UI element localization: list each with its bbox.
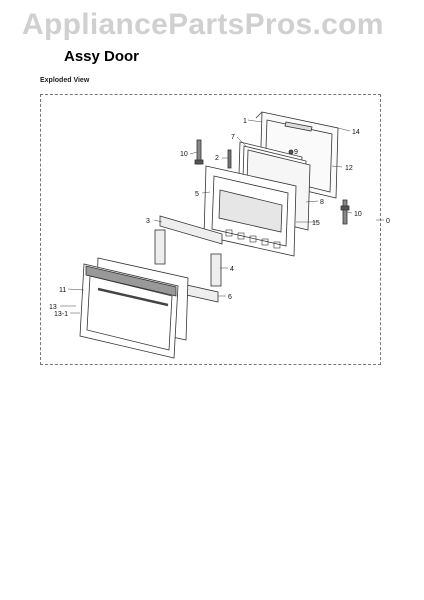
hinge-left: [194, 139, 204, 165]
callout-12: 12: [345, 165, 353, 172]
callout-1: 1: [243, 118, 247, 125]
watermark: AppliancePartsPros.com: [22, 8, 384, 41]
bracket-part: [227, 149, 232, 169]
callout-4: 4: [230, 266, 234, 273]
callout-11: 11: [59, 287, 66, 294]
leader-lines: [60, 119, 384, 314]
callout-10-left: 10: [180, 151, 188, 158]
callout-10-right: 10: [354, 211, 362, 218]
screw-part: [288, 149, 294, 155]
callout-2: 2: [215, 155, 219, 162]
callout-8: 8: [320, 199, 324, 206]
callout-13: 13: [49, 304, 57, 311]
top-trim-bar: [159, 215, 223, 245]
callout-15: 15: [312, 220, 320, 227]
exploded-view-label: Exploded View: [40, 77, 90, 84]
callout-0: 0: [386, 218, 390, 225]
callout-6: 6: [228, 294, 232, 301]
diagram-frame: [40, 94, 381, 365]
callout-labels: 1 14 7 9 10 2 12 5 8 15 10 0 3 4 11 6 13…: [49, 118, 390, 318]
callout-3: 3: [146, 218, 150, 225]
callout-9: 9: [294, 149, 298, 156]
insulation-left: [154, 229, 166, 265]
callout-13-1: 13-1: [54, 311, 68, 318]
callout-14: 14: [352, 129, 360, 136]
inner-door-panel: [203, 165, 297, 257]
insulation-right: [210, 253, 222, 287]
callout-5: 5: [195, 191, 199, 198]
outer-door: [79, 263, 179, 359]
page-title: Assy Door: [64, 48, 140, 65]
callout-7: 7: [231, 134, 235, 141]
